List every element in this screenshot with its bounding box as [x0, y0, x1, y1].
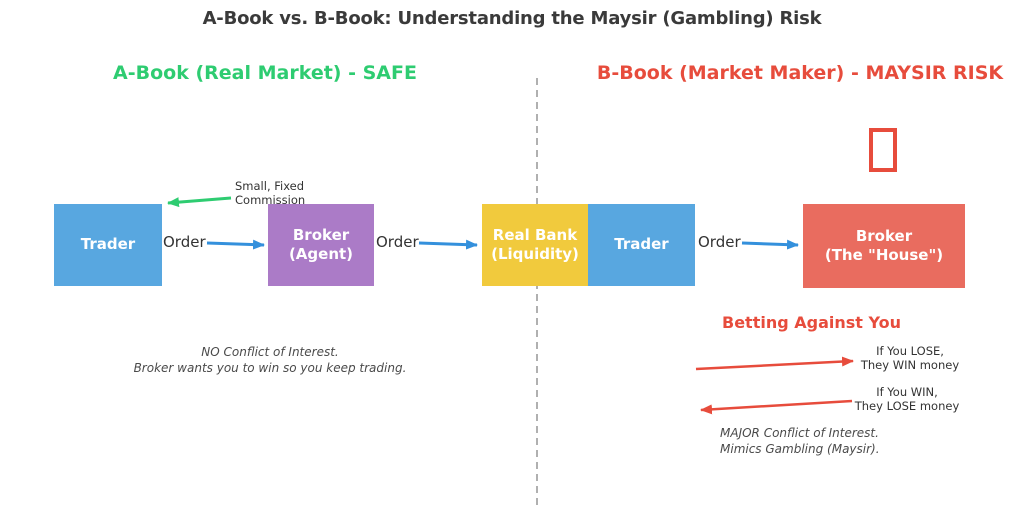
section-header-a-book: A-Book (Real Market) - SAFE: [113, 62, 417, 84]
node-broker-house: Broker (The "House"): [803, 204, 965, 288]
a-book-note: NO Conflict of Interest. Broker wants yo…: [133, 345, 407, 376]
commission-annotation: Small, Fixed Commission: [235, 179, 306, 208]
betting-against-you-label: Betting Against You: [722, 313, 901, 332]
order-arrow-trader-to-house: [741, 239, 799, 250]
node-trader-a-book: Trader: [54, 204, 162, 286]
order-label-1: Order: [163, 233, 206, 251]
section-header-b-book: B-Book (Market Maker) - MAYSIR RISK: [596, 62, 1004, 84]
order-label-2: Order: [376, 233, 419, 251]
win-payoff-annotation: If You WIN, They LOSE money: [854, 385, 960, 414]
node-broker-agent: Broker (Agent): [268, 204, 374, 286]
missing-glyph-icon: [869, 128, 897, 172]
node-real-bank: Real Bank (Liquidity): [482, 204, 588, 286]
order-label-3: Order: [698, 233, 741, 251]
order-arrow-agent-to-bank: [418, 239, 478, 250]
page-title: A-Book vs. B-Book: Understanding the May…: [202, 8, 822, 29]
b-book-note: MAJOR Conflict of Interest. Mimics Gambl…: [720, 426, 880, 457]
order-arrow-trader-to-agent: [206, 239, 265, 250]
lose-win-arrow: [695, 356, 854, 371]
win-lose-arrow: [700, 399, 853, 415]
lose-payoff-annotation: If You LOSE, They WIN money: [860, 344, 960, 373]
commission-arrow: [167, 196, 232, 208]
node-trader-b-book: Trader: [588, 204, 695, 286]
